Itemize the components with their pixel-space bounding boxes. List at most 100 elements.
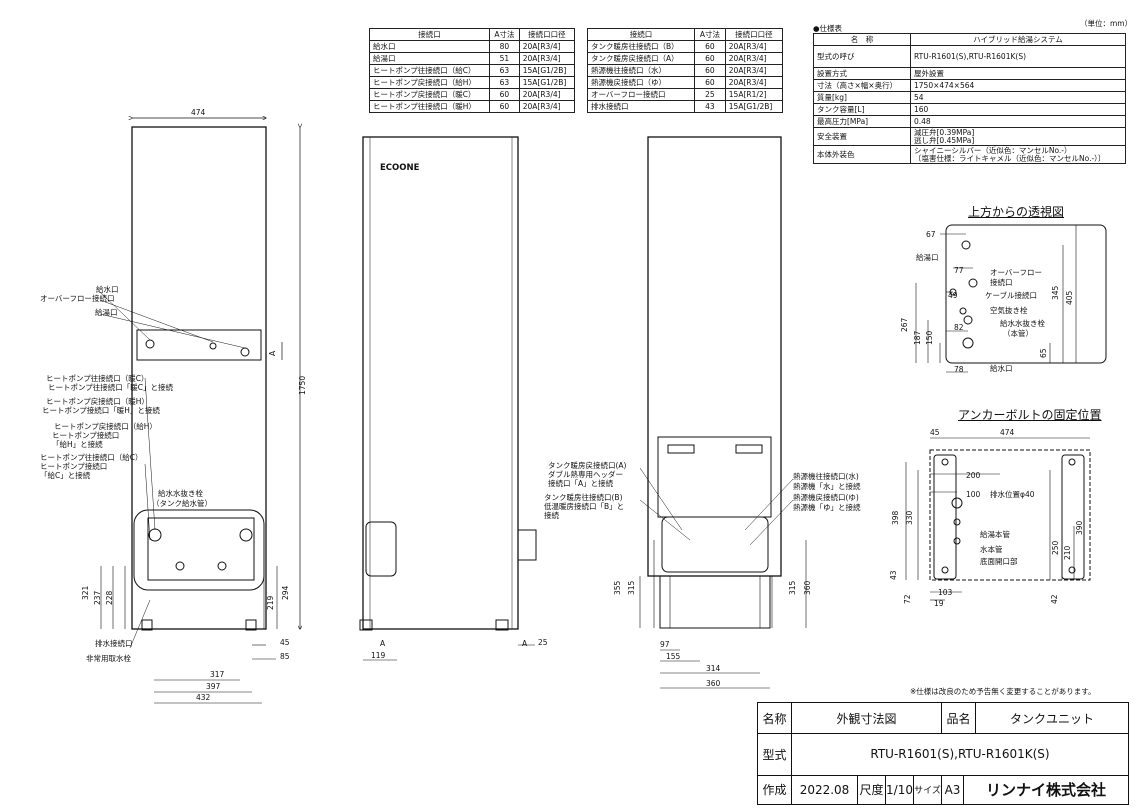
part-value: タンクユニット xyxy=(1009,711,1094,726)
label-anchor-bottom: 底面開口部 xyxy=(980,556,1018,566)
company-name: リンナイ株式会社 xyxy=(985,781,1106,799)
scale-label: 尺度 xyxy=(858,775,886,804)
dim-t267: 267 xyxy=(900,317,909,332)
dim-t77: 77 xyxy=(954,266,964,275)
change-note: ※仕様は改良のため予告無く変更することがあります。 xyxy=(910,687,1096,696)
dim-front-height: 1750 xyxy=(298,376,307,395)
anchor-view xyxy=(905,437,1091,601)
dim-a398: 398 xyxy=(891,510,900,525)
label-hp-sup-h3: 「給H」と接続 xyxy=(52,439,103,449)
cell: 排水接続口 xyxy=(586,100,696,113)
model-value: RTU-R1601(S),RTU-R1601K(S) xyxy=(870,747,1050,761)
label-conn-a: 接続口「A」と接続 xyxy=(548,478,614,488)
dim-432: 432 xyxy=(196,693,211,702)
dim-a19: 19 xyxy=(934,599,944,608)
dim-360v: 360 xyxy=(803,580,812,595)
table-row: 本体外装色シャイニーシルバー（近似色：マンセルNo.-） 〔塩害仕様：ライトキャ… xyxy=(813,145,1126,164)
label-heat-src-hot: 熱源機戻接続口(ゆ) xyxy=(793,492,859,502)
dim-a250: 250 xyxy=(1051,540,1060,555)
label-hp-sup-c: ヒートポンプ往接続口（給C） xyxy=(40,452,143,462)
label-hot-out: 給湯口 xyxy=(95,307,118,317)
dim-t150: 150 xyxy=(925,330,934,345)
label-top-air: 空気抜き栓 xyxy=(990,305,1028,315)
spec-note: ●仕様表 xyxy=(813,24,843,33)
label-emergency: 非常用取水栓 xyxy=(86,653,131,663)
name-label: 名称 xyxy=(758,703,792,733)
header-diameter: 接続口口径 xyxy=(724,28,784,41)
label-hp-sup-c3: 「給C」と接続 xyxy=(40,470,91,480)
dim-321: 321 xyxy=(81,585,90,600)
back-view xyxy=(639,136,807,689)
dim-155: 155 xyxy=(666,652,681,661)
label-top-overflow: オーバーフロー xyxy=(990,268,1042,277)
dim-t187: 187 xyxy=(913,330,922,345)
dim-t65: 65 xyxy=(1039,348,1048,358)
dim-t82: 82 xyxy=(954,323,964,332)
label-hp-sup-h2: ヒートポンプ接続口 xyxy=(52,430,119,440)
part-label: 品名 xyxy=(942,703,976,733)
label-anchor-water-main: 水本管 xyxy=(980,544,1003,554)
cell: 15A[G1/2B] xyxy=(724,100,784,113)
label-heat-src-water2: 熱源機「水」と接続 xyxy=(793,481,861,491)
label-hp-sup-h: ヒートポンプ戻接続口（給H） xyxy=(54,421,157,431)
label-top-overflow2: 接続口 xyxy=(990,277,1013,287)
cell: 本体外装色 xyxy=(813,145,911,164)
name-value: 外観寸法図 xyxy=(792,703,942,733)
label-top-water-in: 給水口 xyxy=(990,363,1013,373)
label-drain-valve2: （タンク給水管） xyxy=(152,498,212,508)
label-drain-conn: 排水接続口 xyxy=(95,638,133,648)
cell: ヒートポンプ往接続口（暖H） xyxy=(368,100,491,113)
label-drain-valve: 給水水抜き栓 xyxy=(158,488,203,498)
table-row: 最高圧力[MPa]0.48 xyxy=(813,115,1126,128)
dim-97: 97 xyxy=(660,640,670,649)
dim-a103: 103 xyxy=(938,588,953,597)
dim-a-front: A xyxy=(268,350,277,356)
dim-317: 317 xyxy=(210,670,225,679)
dim-a200: 200 xyxy=(966,471,981,480)
unit-note: （単位：mm） xyxy=(1080,19,1133,28)
dim-a-side2: A xyxy=(522,639,528,648)
dim-315b: 315 xyxy=(788,580,797,595)
size-value: A3 xyxy=(942,775,964,804)
tb-row-made: 作成 2022.08 尺度 1/10 サイズ A3 リンナイ株式会社 xyxy=(758,775,1128,804)
label-double: ダブル熱専用ヘッダー xyxy=(548,469,623,479)
label-top-cable: ケーブル接続口 xyxy=(985,290,1037,300)
dim-119: 119 xyxy=(371,651,386,660)
label-heat-src-water: 熱源機往接続口(水) xyxy=(793,471,859,481)
tb-row-model: 型式 RTU-R1601(S),RTU-R1601K(S) xyxy=(758,733,1128,776)
dim-a330: 330 xyxy=(905,510,914,525)
dim-a100: 100 xyxy=(966,490,981,499)
dim-a42: 42 xyxy=(1050,594,1059,604)
dim-45: 45 xyxy=(280,638,290,647)
size-label: サイズ xyxy=(914,775,942,804)
label-hp-heat-h: ヒートポンプ戻接続口（暖H） xyxy=(46,396,149,406)
label-hp-sup-c2: ヒートポンプ接続口 xyxy=(40,461,107,471)
dim-t78: 78 xyxy=(954,365,964,374)
dim-t67: 67 xyxy=(926,230,936,239)
made-value: 2022.08 xyxy=(792,775,858,804)
table-row: タンク容量[L]160 xyxy=(813,103,1126,116)
dim-315: 315 xyxy=(627,580,636,595)
dim-25: 25 xyxy=(538,638,548,647)
tb-row-name: 名称 外観寸法図 品名 タンクユニット xyxy=(758,703,1128,734)
label-tank-sup-b: タンク暖房往接続口(B) xyxy=(544,492,623,502)
dim-237: 237 xyxy=(93,590,102,605)
scale-value: 1/10 xyxy=(886,775,914,804)
dim-228: 228 xyxy=(105,590,114,605)
dim-360: 360 xyxy=(706,679,721,688)
label-top-hot-out: 給湯口 xyxy=(916,252,939,262)
dim-219: 219 xyxy=(266,595,275,610)
dim-85: 85 xyxy=(280,652,290,661)
label-top-drain2: （本管） xyxy=(1003,328,1033,338)
top-view xyxy=(915,224,1107,373)
dim-a43: 43 xyxy=(889,570,898,580)
front-view xyxy=(99,118,300,704)
dim-314: 314 xyxy=(706,664,721,673)
